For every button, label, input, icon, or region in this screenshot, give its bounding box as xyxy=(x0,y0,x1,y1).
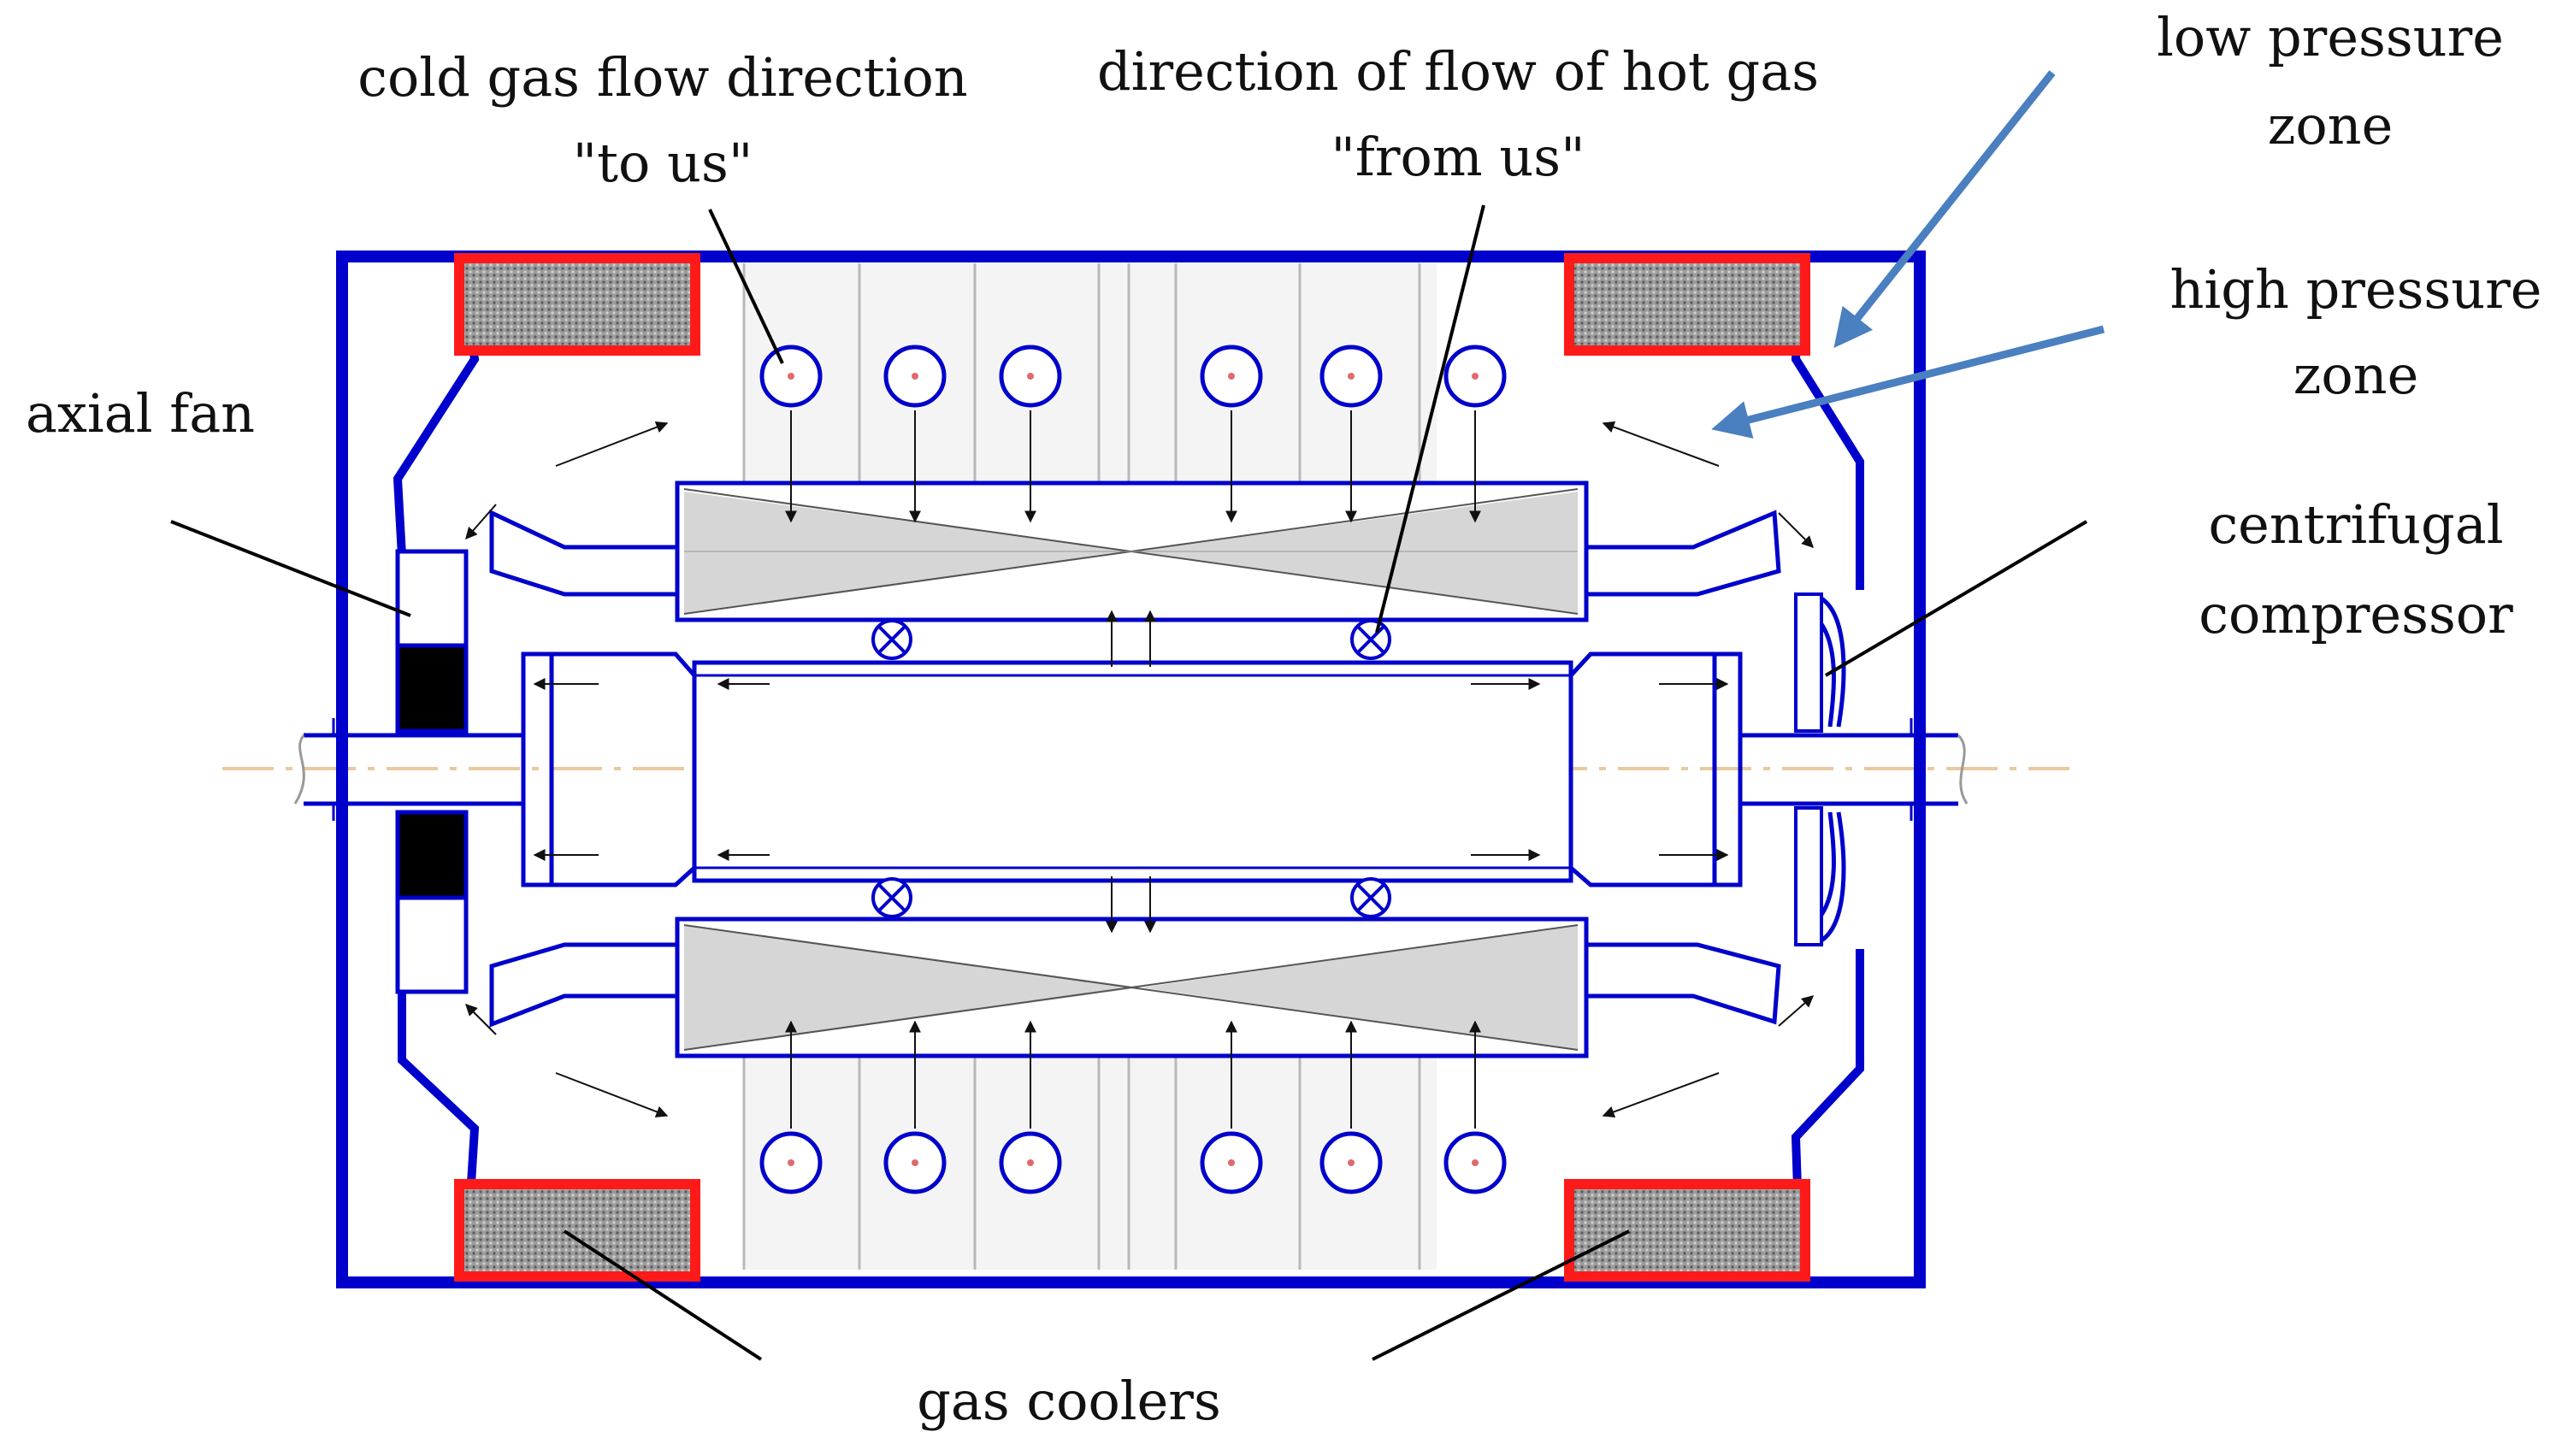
low-pressure-label: low pressure xyxy=(2157,6,2504,68)
from-us-label: "from us" xyxy=(1331,126,1585,188)
flow-arrows xyxy=(465,410,1815,1129)
leader-gas-coolers-right xyxy=(1372,1229,1630,1361)
centrifugal-label: centrifugal xyxy=(2208,493,2503,556)
circle-x-icon xyxy=(1350,877,1391,918)
leader-compressor xyxy=(1824,520,2088,677)
leader-gas-coolers-left xyxy=(563,1229,763,1361)
rotor xyxy=(521,651,1743,887)
cold-gas-circles-top xyxy=(759,345,1507,408)
high-pressure-zone-label: zone xyxy=(2293,344,2419,406)
end-winding-top-right xyxy=(1586,510,1781,597)
low-pressure-zone-label: zone xyxy=(2268,94,2394,156)
gas-cooler-bottom-right xyxy=(1564,1179,1810,1282)
leader-cold-gas xyxy=(708,209,784,364)
gas-cooler-top-right xyxy=(1564,253,1810,356)
end-winding-bottom-left xyxy=(489,942,677,1028)
housing-frame xyxy=(336,251,1926,1288)
high-pressure-arrow xyxy=(1711,325,2105,439)
circle-dot-icon xyxy=(1319,1131,1383,1194)
circle-dot-icon xyxy=(883,345,947,408)
circle-dot-icon xyxy=(759,345,823,408)
shaft xyxy=(293,718,1969,821)
end-winding-bottom-right xyxy=(1586,942,1781,1025)
high-pressure-label: high pressure xyxy=(2170,258,2542,321)
leader-hot-gas xyxy=(1375,204,1485,634)
circle-dot-icon xyxy=(883,1131,947,1194)
circle-dot-icon xyxy=(759,1131,823,1194)
to-us-label: "to us" xyxy=(573,132,753,194)
gas-coolers-label: gas coolers xyxy=(917,1370,1221,1432)
gas-cooler-top-left xyxy=(454,253,700,356)
circle-dot-icon xyxy=(1319,345,1383,408)
leader-axial-fan xyxy=(170,520,411,617)
low-pressure-arrow xyxy=(1833,70,2056,349)
hot-gas-label: direction of flow of hot gas xyxy=(1097,40,1819,103)
circle-dot-icon xyxy=(1200,1131,1263,1194)
stator-core-bottom xyxy=(675,917,1589,1058)
circle-dot-icon xyxy=(1200,345,1263,408)
hot-gas-symbols xyxy=(871,619,1391,918)
circle-x-icon xyxy=(1350,619,1391,660)
circle-dot-icon xyxy=(1443,345,1507,408)
circle-dot-icon xyxy=(999,1131,1062,1194)
cold-gas-circles-bottom xyxy=(759,1131,1507,1194)
axial-fan-label: axial fan xyxy=(26,382,255,445)
gas-cooler-bottom-left xyxy=(454,1179,700,1282)
cold-gas-label: cold gas flow direction xyxy=(357,46,967,109)
circle-dot-icon xyxy=(1443,1131,1507,1194)
circle-dot-icon xyxy=(999,345,1062,408)
circle-x-icon xyxy=(871,619,912,660)
circle-x-icon xyxy=(871,877,912,918)
compressor-label: compressor xyxy=(2199,583,2513,645)
end-winding-top-left xyxy=(489,510,677,597)
axial-fan xyxy=(395,549,469,994)
stator-core-top xyxy=(675,480,1589,622)
centrifugal-compressor xyxy=(1794,592,1846,946)
